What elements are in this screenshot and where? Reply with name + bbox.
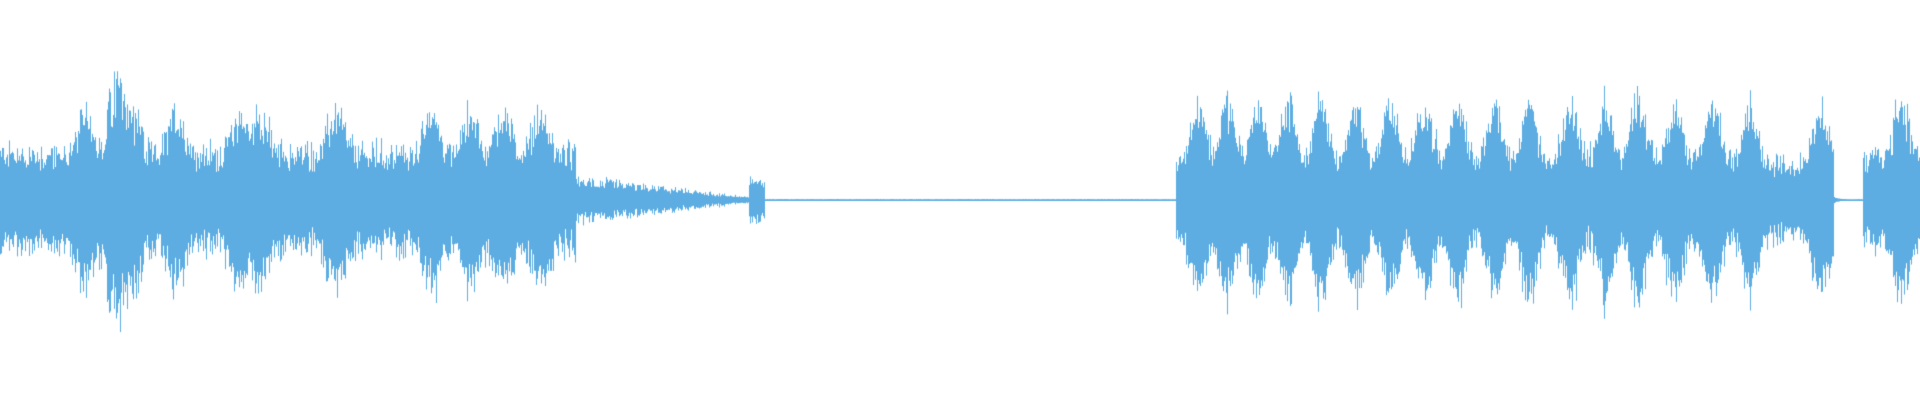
audio-waveform	[0, 0, 1920, 400]
waveform-container	[0, 0, 1920, 400]
